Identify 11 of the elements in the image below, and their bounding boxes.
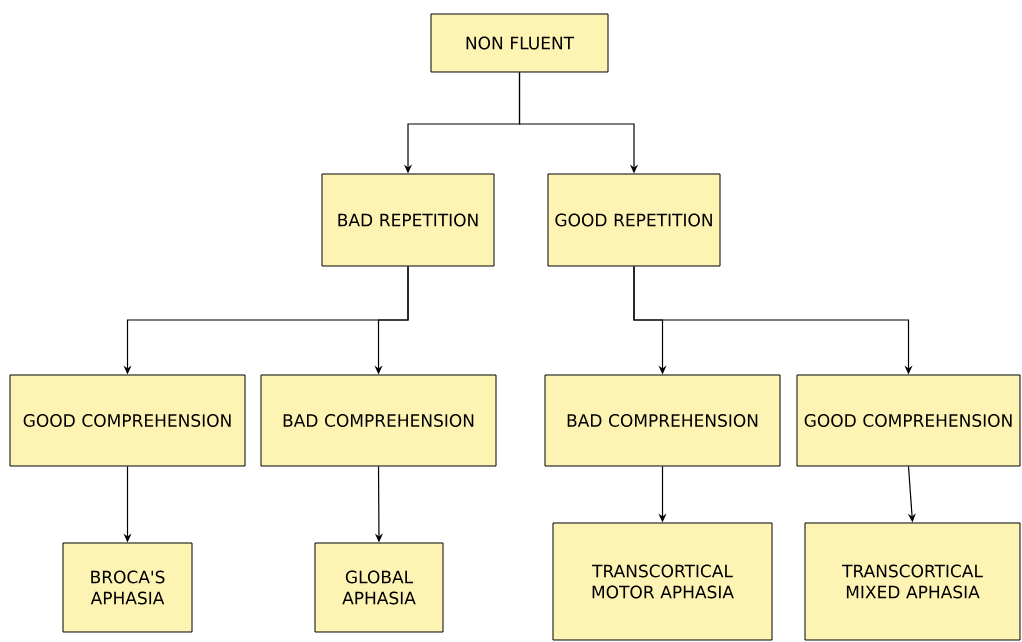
process-box: BROCA'S APHASIA — [62, 542, 193, 633]
process-box: BAD COMPREHENSION — [260, 374, 497, 467]
process-box: TRANSCORTICAL MOTOR APHASIA — [552, 522, 773, 641]
process-box: GOOD COMPREHENSION — [796, 374, 1021, 467]
process-box: NON FLUENT — [430, 13, 609, 73]
process-box: BAD REPETITION — [321, 173, 495, 267]
process-box: BAD COMPREHENSION — [544, 374, 781, 467]
process-box: GLOBAL APHASIA — [314, 542, 444, 633]
process-box: TRANSCORTICAL MIXED APHASIA — [804, 522, 1021, 641]
process-box: GOOD COMPREHENSION — [9, 374, 246, 467]
process-box: GOOD REPETITION — [547, 173, 721, 267]
